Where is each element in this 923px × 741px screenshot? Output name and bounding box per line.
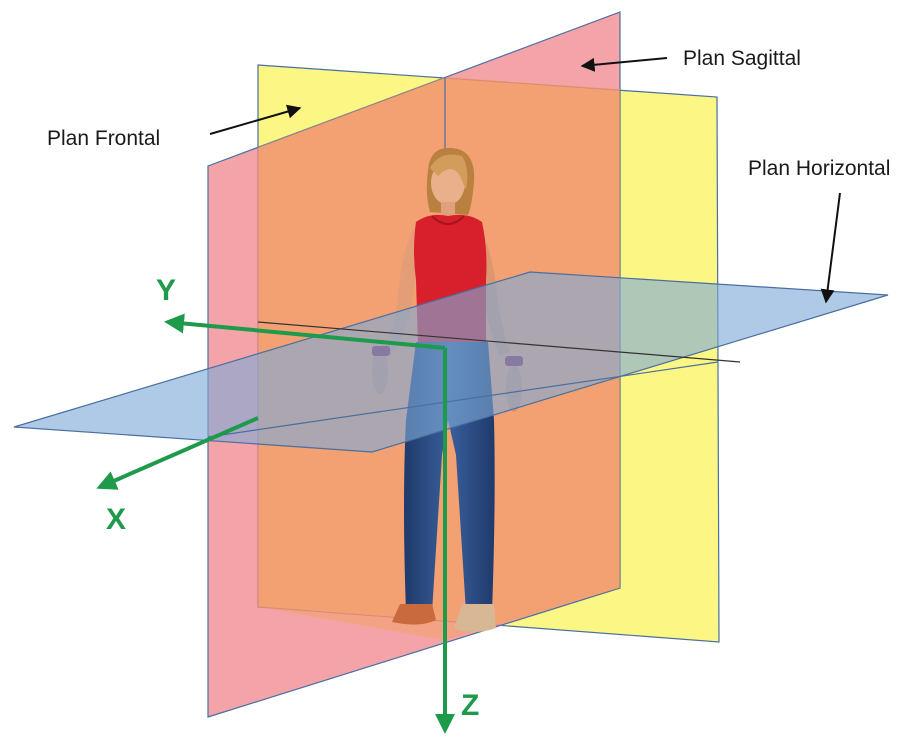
frontal-leader-arrow xyxy=(209,104,302,135)
y-axis xyxy=(164,313,446,350)
horizontal-sagittal-line xyxy=(207,361,719,438)
y-axis-label: Y xyxy=(156,274,176,307)
x-axis xyxy=(96,416,259,490)
z-axis-label: Z xyxy=(461,689,479,722)
sagittal-label: Plan Sagittal xyxy=(683,47,801,70)
x-axis-label: X xyxy=(106,503,126,536)
horizontal-label: Plan Horizontal xyxy=(748,157,890,180)
horizontal-frontal-line xyxy=(257,321,741,363)
frontal-label: Plan Frontal xyxy=(47,127,160,150)
horizontal-plane xyxy=(13,271,889,453)
horizontal-leader-arrow xyxy=(820,192,841,304)
sagittal-leader-arrow xyxy=(580,57,668,72)
